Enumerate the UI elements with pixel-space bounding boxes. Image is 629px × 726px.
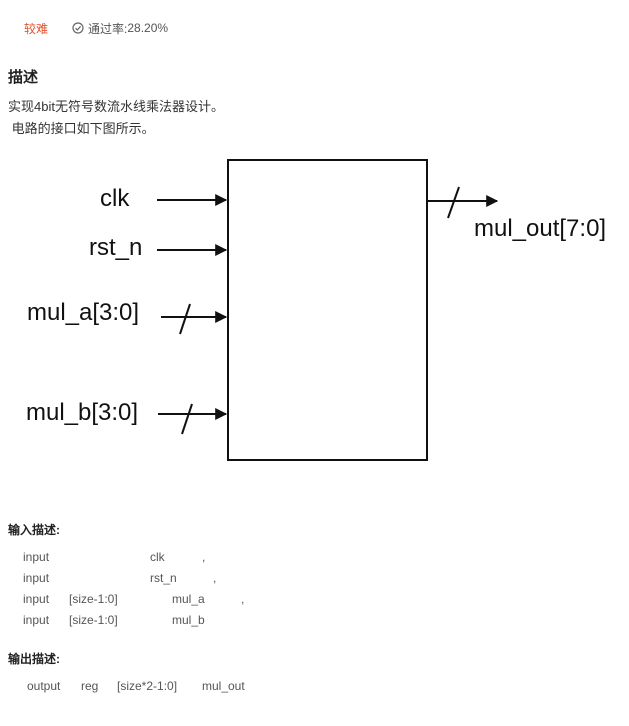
module-box: [227, 159, 428, 461]
mul-b-bus-slash: [181, 403, 193, 435]
input-row: input [size-1:0] mul_a ,: [23, 592, 245, 606]
output-row: output reg [size*2-1:0] mul_out: [27, 679, 245, 693]
check-circle-icon: [72, 22, 84, 34]
input-row: input rst_n ,: [23, 571, 217, 585]
signal-label-mul-b: mul_b[3:0]: [26, 399, 138, 426]
signal-label-mul-out: mul_out[7:0]: [474, 215, 606, 242]
input-row: input clk ,: [23, 550, 206, 564]
description-title: 描述: [8, 69, 39, 86]
output-desc-title: 输出描述:: [8, 652, 60, 666]
description-line-2: 电路的接口如下图所示。: [8, 121, 155, 136]
meta-bar: 较难 通过率: 28.20%: [24, 19, 168, 37]
difficulty-badge: 较难: [24, 21, 49, 36]
pass-rate: 通过率: 28.20%: [72, 20, 168, 37]
pass-rate-value: 28.20%: [127, 21, 169, 35]
interface-diagram: clk rst_n mul_a[3:0] mul_b[3:0] mul_out[…: [26, 159, 606, 461]
mul-out-bus-slash: [447, 186, 460, 219]
input-desc-title: 输入描述:: [8, 523, 60, 537]
pass-rate-label: 通过率:: [88, 21, 128, 36]
signal-label-mul-a: mul_a[3:0]: [27, 299, 139, 326]
signal-label-rst-n: rst_n: [89, 234, 142, 261]
description-line-1: 实现4bit无符号数流水线乘法器设计。: [8, 99, 224, 114]
signal-label-clk: clk: [100, 185, 130, 212]
mul-a-bus-slash: [179, 303, 191, 335]
input-row: input [size-1:0] mul_b: [23, 613, 205, 627]
